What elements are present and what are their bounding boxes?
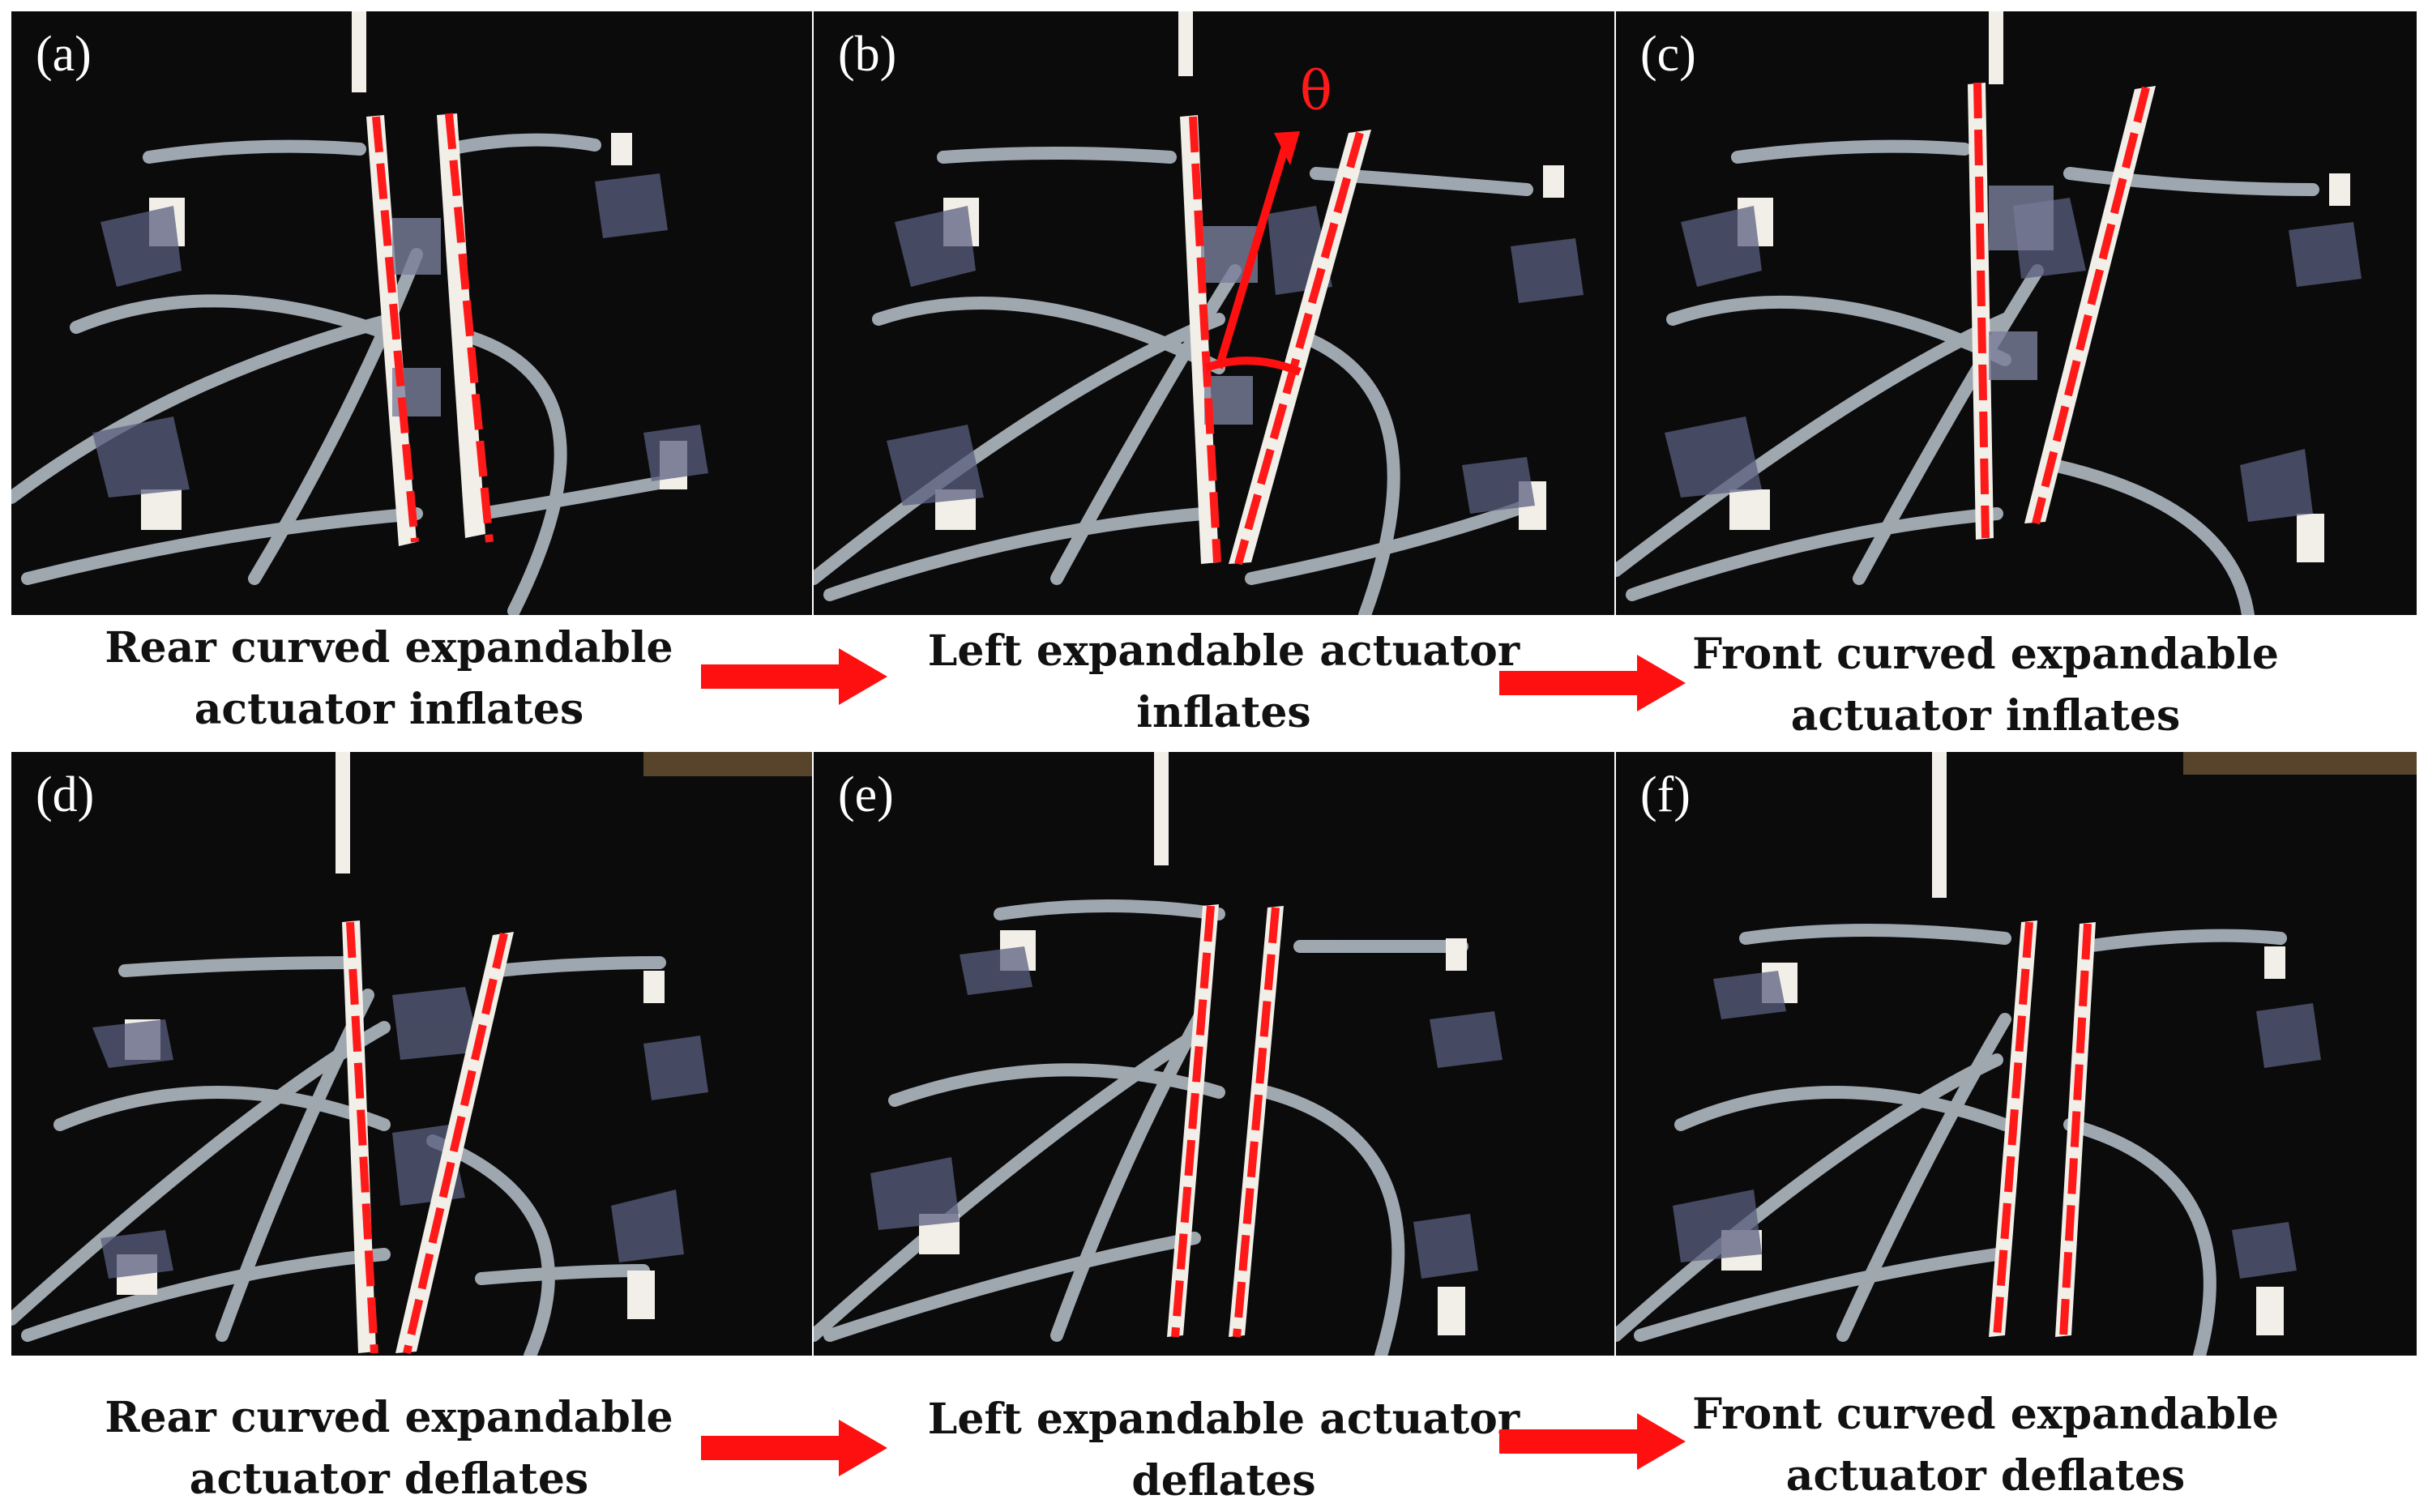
caption-top-1: Rear curved expandable actuator inflates: [81, 617, 697, 741]
guide-lines: [1973, 82, 2150, 539]
caption-bottom-1-line2: actuator deflates: [189, 1454, 589, 1504]
guide-lines: [1993, 921, 2092, 1338]
robot-photo-c: [1616, 11, 2362, 615]
caption-bottom-2-line2: deflates: [1131, 1456, 1316, 1506]
robot-photo-b: [814, 11, 1584, 615]
caption-top-3: Front curved expandable actuator inflate…: [1678, 624, 2293, 747]
panel-label-a: (a): [36, 27, 92, 82]
caption-top-3-line1: Front curved expandable: [1692, 630, 2279, 679]
caption-top-1-line1: Rear curved expandable: [105, 623, 673, 673]
arrow-bottom-1: [701, 1420, 887, 1476]
caption-top-2: Left expandable actuator inflates: [916, 621, 1532, 744]
caption-bottom-1-line1: Rear curved expandable: [105, 1393, 673, 1442]
arrow-top-2: [1499, 655, 1686, 711]
caption-bottom-1: Rear curved expandable actuator deflates: [81, 1387, 697, 1510]
robot-photo-f: [1616, 752, 2417, 1356]
caption-bottom-2: Left expandable actuator deflates: [916, 1389, 1532, 1512]
panel-label-e: (e): [838, 767, 894, 822]
arrow-head: [1274, 131, 1300, 165]
photo-panel-a: (a): [11, 11, 812, 615]
arrow-bottom-2: [1499, 1413, 1686, 1470]
caption-top-3-line2: actuator inflates: [1790, 691, 2181, 741]
caption-bottom-3-line2: actuator deflates: [1785, 1451, 2186, 1501]
photo-panel-d: (d): [11, 752, 812, 1356]
caption-bottom-3: Front curved expandable actuator deflate…: [1678, 1384, 2293, 1507]
angle-arrow: [1204, 139, 1302, 376]
photo-panel-e: (e): [814, 752, 1614, 1356]
guide-lines: [346, 921, 508, 1355]
caption-bottom-3-line1: Front curved expandable: [1692, 1390, 2279, 1439]
caption-top-2-line2: inflates: [1136, 688, 1311, 737]
panel-label-b: (b): [838, 27, 897, 82]
panel-label-c: (c): [1640, 27, 1696, 82]
caption-bottom-2-line1: Left expandable actuator: [927, 1395, 1520, 1444]
guide-lines: [1189, 116, 1364, 566]
caption-top-2-line1: Left expandable actuator: [927, 626, 1520, 676]
robot-photo-d: [11, 752, 812, 1356]
robot-photo-e: [814, 752, 1503, 1356]
guide-lines: [1171, 905, 1280, 1338]
photo-panel-b: (b) θ: [814, 11, 1614, 615]
photo-panel-c: (c): [1616, 11, 2417, 615]
robot-photo-a: [11, 11, 708, 615]
arrow-top-1: [701, 648, 887, 705]
panel-label-d: (d): [36, 767, 95, 822]
caption-top-1-line2: actuator inflates: [194, 685, 584, 734]
guide-lines: [372, 113, 494, 543]
panel-label-f: (f): [1640, 767, 1691, 822]
photo-panel-f: (f): [1616, 752, 2417, 1356]
angle-theta-label: θ: [1300, 60, 1332, 122]
